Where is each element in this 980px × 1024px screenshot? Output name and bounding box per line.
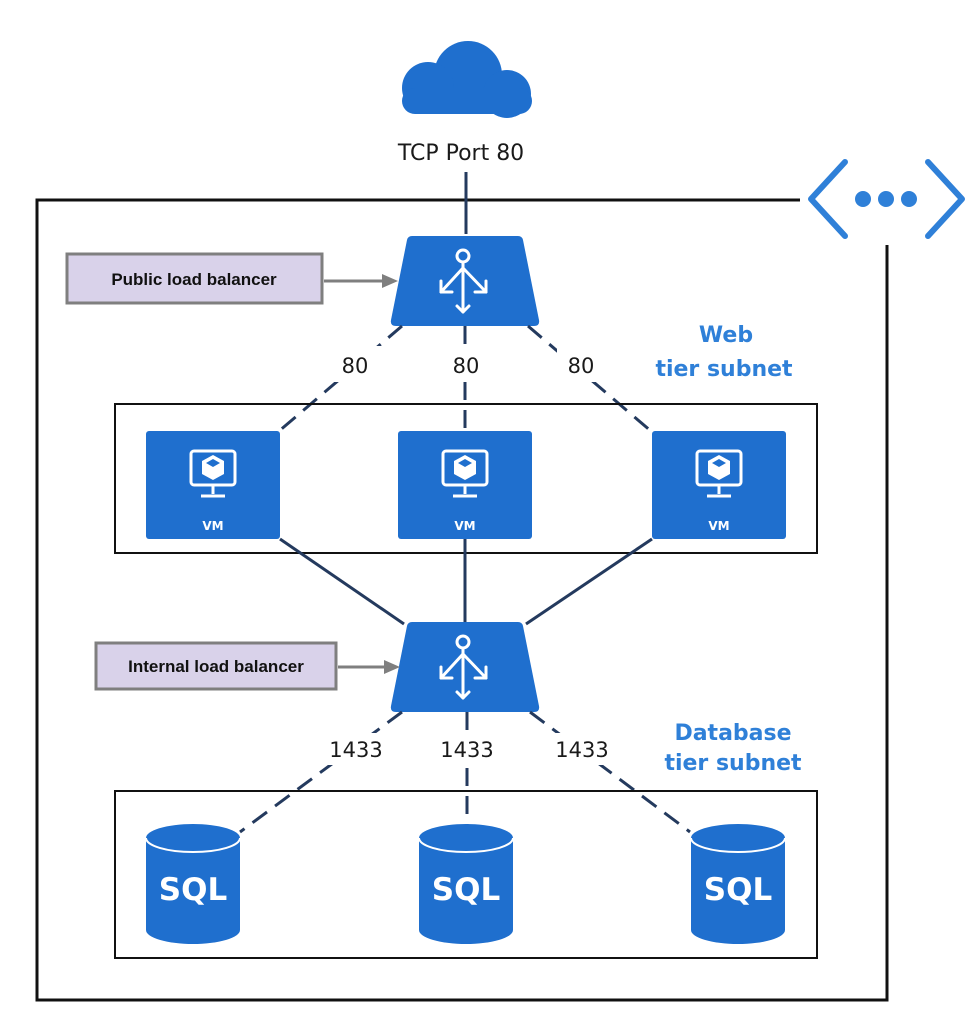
- sql-database-icon: SQL: [418, 824, 514, 944]
- sql-label: SQL: [704, 872, 772, 908]
- db-subnet-title: Database: [674, 721, 791, 746]
- public-lb-callout-label: Public load balancer: [111, 270, 277, 289]
- virtual-network-icon: [808, 159, 965, 239]
- cloud-icon: [402, 41, 532, 118]
- web-port-label: 80: [342, 354, 369, 378]
- sql-label: SQL: [432, 872, 500, 908]
- internal-lb-callout: [94, 641, 338, 691]
- web-tier-links: [277, 324, 653, 434]
- virtual-machine-icon: VM: [146, 431, 280, 539]
- sql-database-icon: SQL: [690, 824, 786, 944]
- internal-load-balancer-icon: [390, 622, 540, 712]
- web-port-label: 80: [453, 354, 480, 378]
- internet-port-label: TCP Port 80: [397, 141, 524, 166]
- public-lb-callout: [65, 252, 324, 305]
- web-port-bg: [442, 346, 490, 382]
- web-port-bg: [557, 346, 605, 382]
- vm-label: VM: [708, 519, 729, 533]
- web-subnet-subtitle: tier subnet: [655, 357, 793, 382]
- db-port-bg: [551, 733, 613, 765]
- db-subnet-box: [114, 790, 818, 959]
- vm-label: VM: [454, 519, 475, 533]
- db-port-label: 1433: [555, 738, 608, 762]
- db-port-bg: [436, 733, 498, 765]
- db-tier-links: [239, 710, 691, 834]
- web-port-bg: [333, 346, 381, 382]
- public-lb-arrow: [324, 274, 398, 288]
- virtual-machine-icon: VM: [652, 431, 786, 539]
- internal-lb-callout-label: Internal load balancer: [128, 657, 304, 676]
- web-subnet-title: Web: [699, 323, 753, 348]
- public-load-balancer-icon: [390, 236, 540, 326]
- db-subnet-subtitle: tier subnet: [664, 751, 802, 776]
- web-port-label: 80: [568, 354, 595, 378]
- sql-database-icon: SQL: [145, 824, 241, 944]
- internal-lb-arrow: [338, 660, 400, 674]
- db-port-bg: [325, 733, 387, 765]
- virtual-machine-icon: VM: [398, 431, 532, 539]
- vm-label: VM: [202, 519, 223, 533]
- vm-to-internal-lb-links: [279, 537, 653, 626]
- db-port-label: 1433: [329, 738, 382, 762]
- db-port-label: 1433: [440, 738, 493, 762]
- vnet-boundary: [35, 198, 889, 1002]
- sql-label: SQL: [159, 872, 227, 908]
